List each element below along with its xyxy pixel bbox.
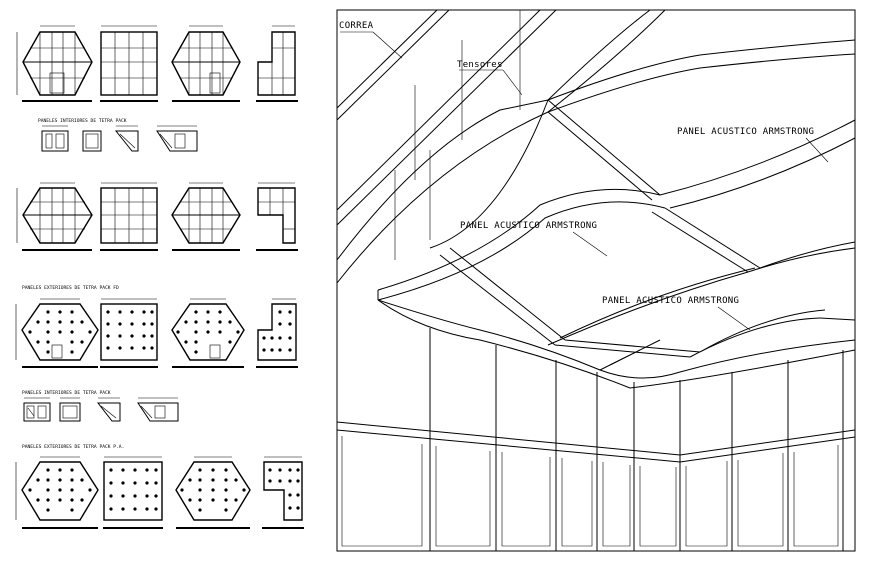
correa-beams	[336, 9, 666, 284]
panel-details-left: PANELES INTERIORES DE TETRA PACK	[15, 25, 304, 529]
hex-panel-3	[171, 25, 241, 102]
small-panel-15	[96, 397, 121, 422]
dot-hex-panel-19	[175, 456, 251, 529]
dot-grid-panel-18	[103, 456, 163, 529]
dot-l-panel-12	[256, 298, 298, 368]
l-panel-4	[256, 25, 298, 102]
acoustic-panels	[377, 39, 856, 389]
fastener-dots	[268, 468, 300, 510]
small-panel-16	[137, 397, 179, 422]
row2-interior-panels: PANELES INTERIORES DE TETRA PACK	[38, 118, 198, 152]
tension-rods	[394, 10, 521, 260]
row4-exterior-fd: PANELES EXTERIORES DE TETRA PACK FD	[15, 285, 298, 368]
fastener-dots	[28, 310, 92, 354]
fastener-dots	[180, 468, 246, 512]
fastener-dots	[28, 468, 92, 512]
row6-exterior-pa: PANELES EXTERIORES DE TETRA PACK P.A.	[15, 444, 304, 529]
grid-panel-6	[100, 182, 158, 251]
dot-hex-panel-11	[171, 298, 245, 368]
l-panel-8	[256, 182, 298, 251]
hex-panel-5	[16, 182, 93, 251]
row3-panels	[16, 182, 298, 251]
small-door-panel-2	[82, 130, 102, 152]
section-title-exterior-pa: PANELES EXTERIORES DE TETRA PACK P.A.	[22, 444, 124, 450]
dot-hex-panel-9	[15, 298, 99, 368]
small-panel-13	[23, 397, 51, 422]
ceiling-perspective: CORREA Tensores PANEL ACUSTICO ARMSTRONG…	[336, 9, 856, 552]
section-title-exterior-fd: PANELES EXTERIORES DE TETRA PACK FD	[22, 285, 119, 291]
label-panel-acustico-2: PANEL ACUSTICO ARMSTRONG	[460, 221, 597, 231]
fastener-dots	[106, 310, 154, 350]
small-door-panel-1	[41, 125, 69, 152]
leader-lines	[340, 31, 829, 331]
label-panel-acustico-1: PANEL ACUSTICO ARMSTRONG	[677, 127, 814, 137]
hex-panel-7	[171, 182, 241, 251]
grid-panel-2	[100, 25, 158, 102]
wall-elevation	[336, 328, 856, 551]
window-panes	[341, 436, 839, 547]
small-wedge-panel-3	[114, 125, 139, 152]
dot-hex-panel-17	[15, 456, 99, 529]
dot-l-panel-20	[262, 456, 304, 529]
hex-panel-1	[16, 25, 93, 102]
section-title-interior: PANELES INTERIORES DE TETRA PACK	[38, 118, 127, 124]
section-title-interior-2: PANELES INTERIORES DE TETRA PACK	[22, 390, 111, 396]
fastener-dots	[176, 310, 240, 354]
row5-interior-panels: PANELES INTERIORES DE TETRA PACK	[22, 390, 179, 422]
row1-panels	[16, 25, 298, 102]
fastener-dots	[262, 310, 292, 352]
fastener-dots	[109, 468, 158, 511]
label-panel-acustico-3: PANEL ACUSTICO ARMSTRONG	[602, 296, 739, 306]
small-panel-14	[59, 397, 81, 422]
label-correa: CORREA	[339, 21, 374, 31]
dot-grid-panel-10	[100, 298, 158, 368]
perspective-frame	[336, 9, 856, 552]
label-tensores: Tensores	[457, 60, 503, 70]
small-wedge-panel-4	[156, 125, 198, 152]
